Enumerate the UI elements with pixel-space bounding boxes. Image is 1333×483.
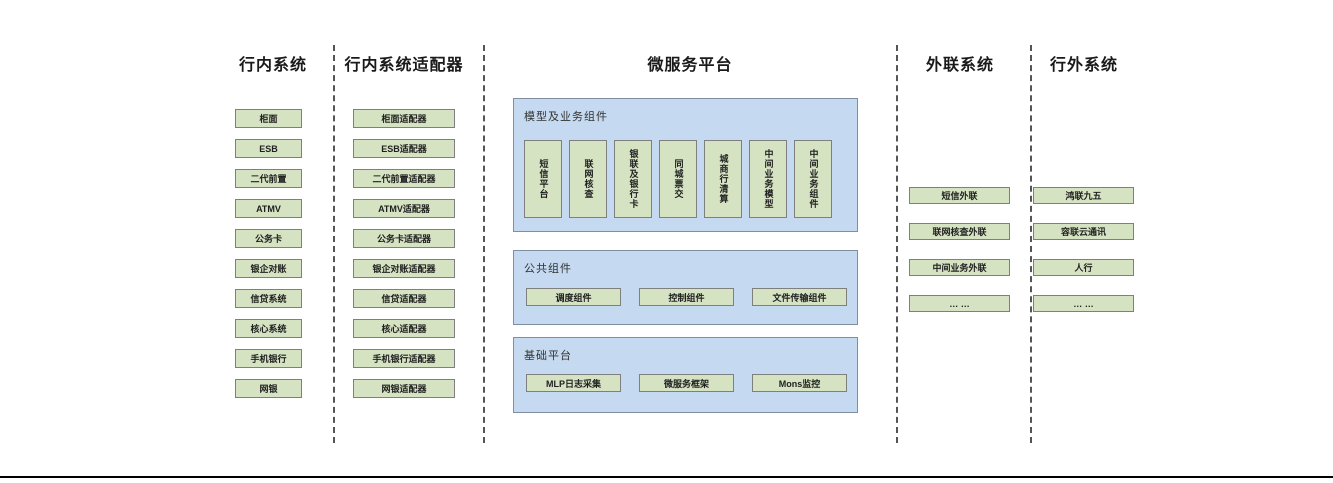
node-hexinxitong: 核心系统 bbox=[235, 319, 302, 338]
node-file-transfer-component: 文件传输组件 bbox=[752, 288, 847, 306]
node-yinqiduizhang-adapter: 银企对账适配器 bbox=[353, 259, 455, 278]
external-systems-list: 鸿联九五 容联云通讯 人行 … … bbox=[1033, 187, 1134, 312]
panel-basic-platform: 基础平台 MLP日志采集 微服务框架 Mons监控 bbox=[513, 337, 858, 413]
panel-public-components: 公共组件 调度组件 控制组件 文件传输组件 bbox=[513, 250, 858, 325]
node-shoujiyinhang-adapter: 手机银行适配器 bbox=[353, 349, 455, 368]
node-label: 城商行清算 bbox=[718, 154, 729, 204]
node-xindaixitong: 信贷系统 bbox=[235, 289, 302, 308]
node-label: 同城票交 bbox=[673, 159, 684, 199]
node-label: 短信平台 bbox=[538, 159, 549, 199]
column-divider-4 bbox=[1030, 45, 1032, 443]
header-microservice-platform: 微服务平台 bbox=[647, 57, 733, 74]
header-internal-adapters: 行内系统适配器 bbox=[344, 57, 464, 74]
node-guimian: 柜面 bbox=[235, 109, 302, 128]
node-control-component: 控制组件 bbox=[639, 288, 734, 306]
header-external-systems: 行外系统 bbox=[1049, 57, 1118, 74]
node-gongwuka: 公务卡 bbox=[235, 229, 302, 248]
node-external-connection-more: … … bbox=[909, 295, 1010, 312]
column-divider-2 bbox=[483, 45, 485, 443]
node-atmv-adapter: ATMV适配器 bbox=[353, 199, 455, 218]
node-wangyin: 网银 bbox=[235, 379, 302, 398]
panel-model-business-components: 模型及业务组件 短信平台 联网核查 银联及银行卡 同城票交 城商行清算 中间业务… bbox=[513, 98, 858, 232]
node-scheduling-component: 调度组件 bbox=[526, 288, 621, 306]
panel-title-public-components: 公共组件 bbox=[524, 263, 572, 275]
column-divider-1 bbox=[333, 45, 335, 443]
basic-platform-list: MLP日志采集 微服务框架 Mons监控 bbox=[526, 374, 847, 392]
node-label: 中间业务组件 bbox=[808, 149, 819, 209]
node-gongwuka-adapter: 公务卡适配器 bbox=[353, 229, 455, 248]
node-network-check: 联网核查 bbox=[569, 140, 607, 218]
public-components-list: 调度组件 控制组件 文件传输组件 bbox=[526, 288, 847, 306]
node-label: 银联及银行卡 bbox=[628, 149, 639, 209]
node-city-bill-exchange: 同城票交 bbox=[659, 140, 697, 218]
node-erdaiqianzhi: 二代前置 bbox=[235, 169, 302, 188]
panel-title-model-business: 模型及业务组件 bbox=[524, 111, 608, 123]
node-sms-platform: 短信平台 bbox=[524, 140, 562, 218]
node-esb-adapter: ESB适配器 bbox=[353, 139, 455, 158]
node-unionpay-bankcard: 银联及银行卡 bbox=[614, 140, 652, 218]
node-external-systems-more: … … bbox=[1033, 295, 1134, 312]
node-mons-monitoring: Mons监控 bbox=[752, 374, 847, 392]
node-intermediate-business-external: 中间业务外联 bbox=[909, 259, 1010, 276]
bottom-rule bbox=[0, 476, 1333, 478]
node-esb: ESB bbox=[235, 139, 302, 158]
node-intermediate-business-component: 中间业务组件 bbox=[794, 140, 832, 218]
header-internal-systems: 行内系统 bbox=[238, 57, 307, 74]
node-city-bank-clearing: 城商行清算 bbox=[704, 140, 742, 218]
node-network-check-external: 联网核查外联 bbox=[909, 223, 1010, 240]
model-business-list: 短信平台 联网核查 银联及银行卡 同城票交 城商行清算 中间业务模型 中间业务组… bbox=[524, 140, 832, 218]
node-atmv: ATMV bbox=[235, 199, 302, 218]
external-connection-list: 短信外联 联网核查外联 中间业务外联 … … bbox=[909, 187, 1010, 312]
node-wangyin-adapter: 网银适配器 bbox=[353, 379, 455, 398]
internal-systems-list: 柜面 ESB 二代前置 ATMV 公务卡 银企对账 信贷系统 核心系统 手机银行… bbox=[235, 109, 302, 398]
node-label: 中间业务模型 bbox=[763, 149, 774, 209]
node-mlp-log-collection: MLP日志采集 bbox=[526, 374, 621, 392]
node-label: 联网核查 bbox=[583, 159, 594, 199]
node-yinqiduizhang: 银企对账 bbox=[235, 259, 302, 278]
node-guimian-adapter: 柜面适配器 bbox=[353, 109, 455, 128]
node-microservice-framework: 微服务框架 bbox=[639, 374, 734, 392]
node-hexin-adapter: 核心适配器 bbox=[353, 319, 455, 338]
node-ronglian-cloud: 容联云通讯 bbox=[1033, 223, 1134, 240]
node-honglian95: 鸿联九五 bbox=[1033, 187, 1134, 204]
column-divider-3 bbox=[896, 45, 898, 443]
node-intermediate-business-model: 中间业务模型 bbox=[749, 140, 787, 218]
node-sms-external: 短信外联 bbox=[909, 187, 1010, 204]
node-pboc: 人行 bbox=[1033, 259, 1134, 276]
node-erdaiqianzhi-adapter: 二代前置适配器 bbox=[353, 169, 455, 188]
node-xindai-adapter: 信贷适配器 bbox=[353, 289, 455, 308]
node-shoujiyinhang: 手机银行 bbox=[235, 349, 302, 368]
internal-adapters-list: 柜面适配器 ESB适配器 二代前置适配器 ATMV适配器 公务卡适配器 银企对账… bbox=[353, 109, 455, 398]
panel-title-basic-platform: 基础平台 bbox=[524, 350, 572, 362]
header-external-connection: 外联系统 bbox=[925, 57, 994, 74]
